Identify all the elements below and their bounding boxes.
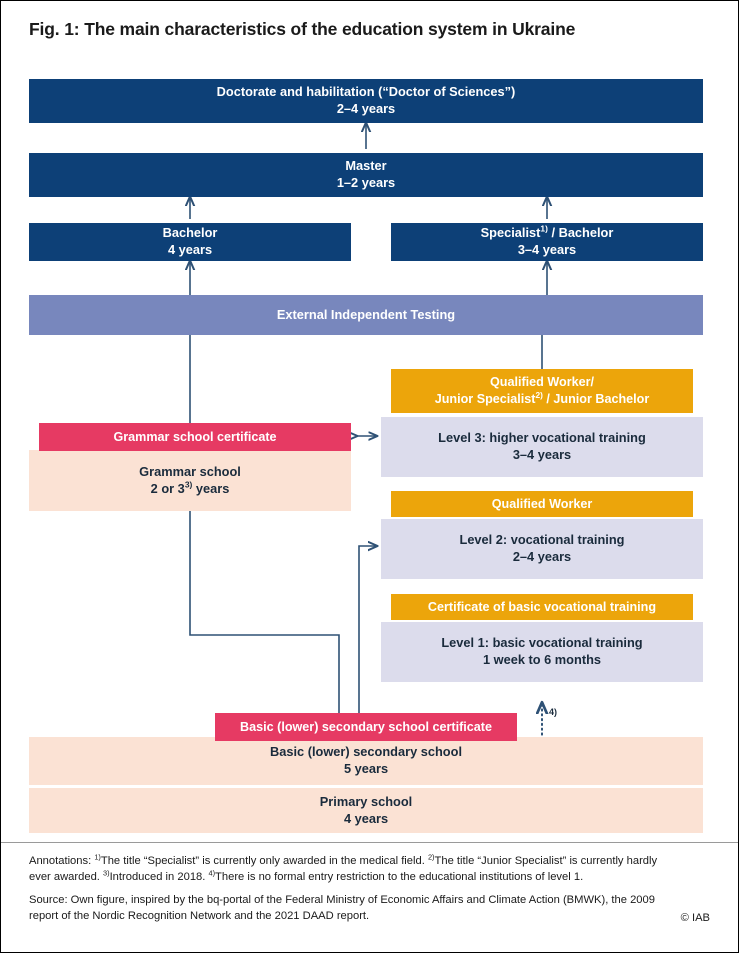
node-qualified-worker-junior-specialist[interactable]: Qualified Worker/ Junior Specialist2) / … — [391, 369, 693, 413]
node-qwjs-line2: Junior Specialist2) / Junior Bachelor — [435, 391, 650, 408]
node-qualified-worker-line1: Qualified Worker — [491, 496, 593, 511]
node-basic-secondary-cert-line1: Basic (lower) secondary school certifica… — [240, 719, 492, 734]
node-testing-line1: External Independent Testing — [276, 306, 456, 322]
node-level1-line2: 1 week to 6 months — [482, 652, 602, 667]
node-primary-school[interactable]: Primary school 4 years — [29, 788, 703, 833]
node-bachelor-line1: Bachelor — [162, 225, 218, 241]
node-level3-line1: Level 3: higher vocational training — [438, 430, 646, 446]
source-block: Source: Own figure, inspired by the bq-p… — [29, 892, 710, 925]
node-grammar-school[interactable]: Grammar school 2 or 33) years — [29, 450, 351, 511]
node-specialist-line1: Specialist1) / Bachelor — [481, 225, 614, 242]
node-qwjs-line1: Qualified Worker/ — [489, 375, 595, 390]
node-bachelor[interactable]: Bachelor 4 years — [29, 223, 351, 261]
node-specialist-title: Specialist — [480, 225, 541, 241]
node-specialist-footnote: 1) — [540, 223, 548, 234]
source-line-2: report of the Nordic Recognition Network… — [29, 910, 370, 923]
node-basic-secondary-line1: Basic (lower) secondary school — [269, 744, 463, 760]
node-grammar-school-line2: 2 or 33) years — [150, 479, 230, 498]
node-qwjs-junior-specialist: Junior Specialist — [434, 392, 536, 406]
node-specialist[interactable]: Specialist1) / Bachelor 3–4 years — [391, 223, 703, 261]
node-basic-secondary-school[interactable]: Basic (lower) secondary school 5 years — [29, 737, 703, 785]
annotations-label: Annotations: — [29, 855, 95, 867]
node-doctorate[interactable]: Doctorate and habilitation (“Doctor of S… — [29, 79, 703, 123]
node-level2-line1: Level 2: vocational training — [459, 532, 625, 548]
node-grammar-school-years-post: years — [192, 480, 230, 496]
node-grammar-school-certificate[interactable]: Grammar school certificate — [39, 423, 351, 451]
node-grammar-cert-line1: Grammar school certificate — [113, 429, 277, 444]
node-primary-school-line2: 4 years — [343, 810, 389, 826]
node-bachelor-line2: 4 years — [167, 242, 213, 257]
node-level2[interactable]: Level 2: vocational training 2–4 years — [381, 519, 703, 579]
node-master-line1: Master — [345, 158, 387, 174]
figure-title: Fig. 1: The main characteristics of the … — [29, 19, 576, 39]
node-basic-secondary-school-certificate[interactable]: Basic (lower) secondary school certifica… — [215, 713, 517, 741]
node-external-independent-testing[interactable]: External Independent Testing — [29, 295, 703, 335]
node-qwjs-junior-bachelor: / Junior Bachelor — [542, 392, 650, 406]
footnote-4-marker: 4) — [549, 707, 558, 717]
figure-footer: Annotations: 1)The title “Specialist” is… — [1, 842, 738, 952]
node-level1[interactable]: Level 1: basic vocational training 1 wee… — [381, 622, 703, 682]
node-certificate-basic-vocational-training[interactable]: Certificate of basic vocational training — [391, 594, 693, 620]
node-specialist-line2: 3–4 years — [517, 242, 577, 257]
node-level2-line2: 2–4 years — [512, 549, 572, 564]
arrow-basic-secondary-to-level2 — [358, 546, 377, 713]
node-primary-school-line1: Primary school — [319, 793, 413, 809]
annotations-line-2: ever awarded. 3)Introduced in 2018. 4)Th… — [29, 868, 584, 884]
node-cert-basic-voc-line1: Certificate of basic vocational training — [427, 599, 657, 614]
annotations-line-1: Annotations: 1)The title “Specialist” is… — [29, 853, 710, 869]
line-basic-secondary-to-grammar — [189, 511, 340, 713]
source-line-1: Source: Own figure, inspired by the bq-p… — [29, 893, 655, 906]
annotations-text-1: 1)The title “Specialist” is currently on… — [94, 852, 658, 867]
copyright-notice: © IAB — [680, 912, 710, 925]
node-qwjs-footnote: 2) — [535, 389, 543, 400]
node-specialist-alt: / Bachelor — [547, 225, 614, 241]
node-level1-line1: Level 1: basic vocational training — [441, 635, 643, 651]
node-doctorate-line1: Doctorate and habilitation (“Doctor of S… — [216, 84, 516, 100]
node-qualified-worker[interactable]: Qualified Worker — [391, 491, 693, 517]
node-grammar-school-footnote: 3) — [184, 479, 193, 490]
node-master[interactable]: Master 1–2 years — [29, 153, 703, 197]
node-master-line2: 1–2 years — [336, 175, 396, 190]
node-level3[interactable]: Level 3: higher vocational training 3–4 … — [381, 417, 703, 477]
node-grammar-school-line1: Grammar school — [139, 463, 241, 479]
node-doctorate-line2: 2–4 years — [336, 101, 396, 116]
node-level3-line2: 3–4 years — [512, 447, 572, 462]
node-grammar-school-years-pre: 2 or 3 — [150, 480, 185, 496]
node-basic-secondary-line2: 5 years — [343, 761, 389, 776]
